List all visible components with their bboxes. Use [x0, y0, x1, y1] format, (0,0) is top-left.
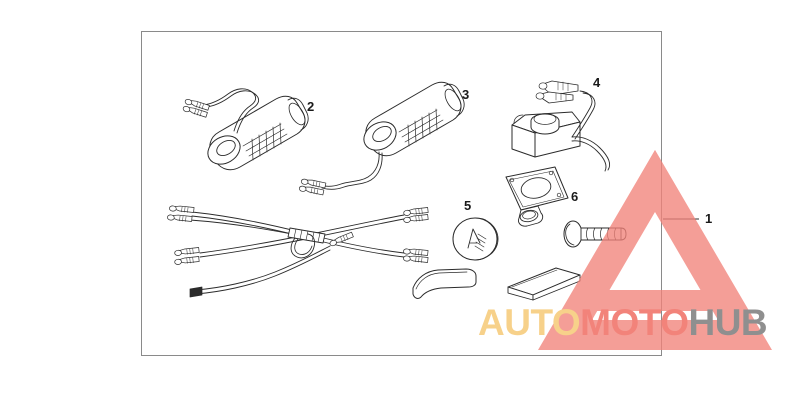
- part-heated-grip-left: [181, 88, 309, 171]
- part-ground-lead: [189, 231, 355, 298]
- callout-number-1: 1: [705, 211, 713, 226]
- part-knob-cap: [452, 217, 499, 261]
- callout-number-6: 6: [571, 189, 579, 204]
- part-heated-grip-right: [298, 81, 465, 197]
- callout-number-3: 3: [462, 87, 470, 102]
- callout-number-5: 5: [464, 198, 472, 213]
- part-rubber-strip: [412, 268, 477, 299]
- callout-number-4: 4: [593, 75, 601, 90]
- part-control-unit: [511, 80, 611, 172]
- part-wiring-harness: [166, 204, 429, 266]
- callout-number-2: 2: [307, 99, 315, 114]
